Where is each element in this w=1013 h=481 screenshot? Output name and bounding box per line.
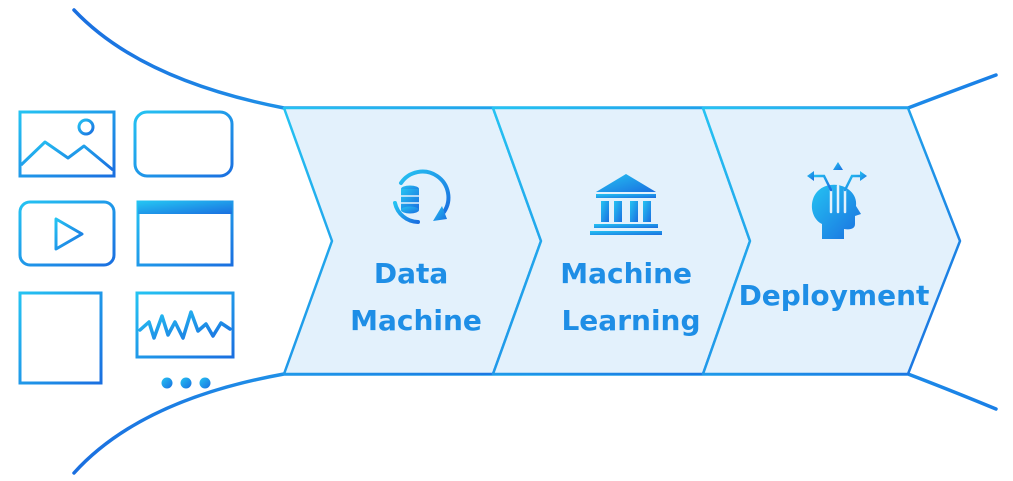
institution-icon bbox=[590, 174, 662, 235]
stage-label-data-machine: Data Machine bbox=[350, 257, 482, 337]
video-play-icon bbox=[18, 200, 116, 267]
image-icon bbox=[18, 110, 116, 178]
stage-label-deployment: Deployment bbox=[739, 279, 930, 312]
stage-label-line: Data bbox=[374, 257, 448, 290]
funnel-top-curve bbox=[72, 8, 998, 110]
signal-chart-icon bbox=[135, 291, 235, 359]
stage-label-line: Machine bbox=[350, 304, 482, 337]
more-dots-icon bbox=[161, 377, 211, 389]
head-arrows-icon bbox=[807, 162, 867, 239]
table-icon bbox=[136, 200, 234, 267]
database-sync-icon bbox=[393, 169, 451, 224]
audio-waveform-icon bbox=[133, 110, 234, 178]
stage-label-line: Learning bbox=[561, 304, 700, 337]
stage-label-machine-learning: Machine Learning bbox=[560, 257, 702, 337]
stage-label-line: Machine bbox=[560, 257, 692, 290]
chevron-deployment bbox=[701, 106, 962, 376]
stage-label-line: Deployment bbox=[739, 279, 930, 312]
document-icon bbox=[18, 291, 103, 385]
funnel-bottom-curve bbox=[72, 372, 998, 475]
